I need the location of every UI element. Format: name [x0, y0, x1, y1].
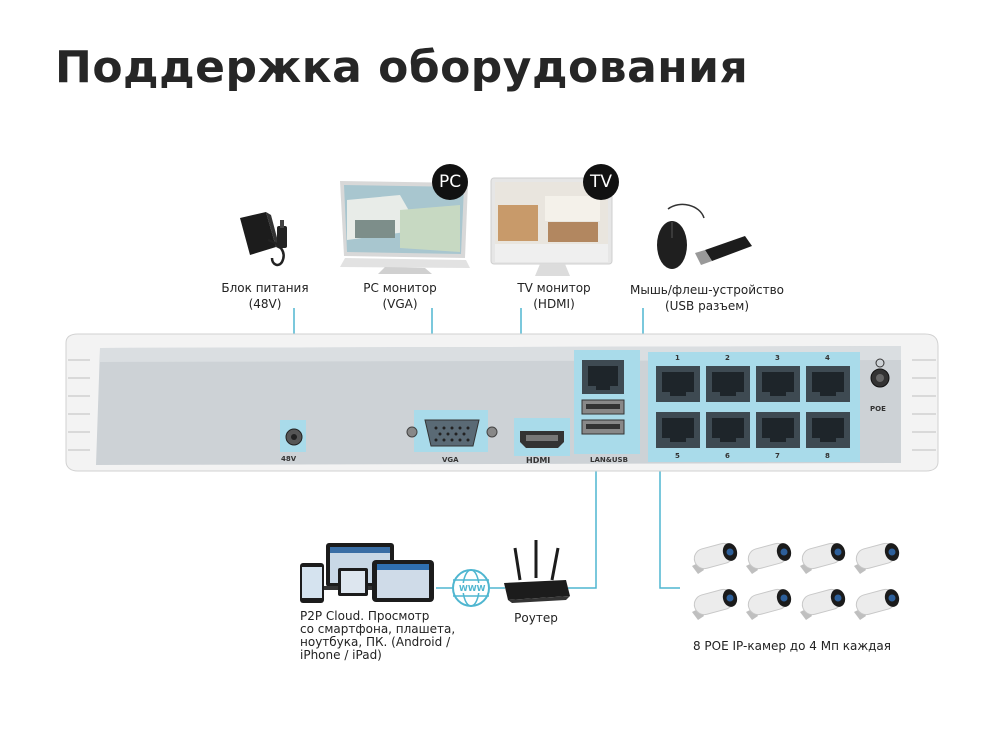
power-label: Блок питания (48V) [200, 280, 330, 312]
port-poe-label: POE [870, 405, 886, 413]
camera-icon [854, 542, 900, 574]
nvr-back-panel [65, 333, 939, 472]
globe-text: WWW [459, 584, 486, 593]
cloud-label-line4: iPhone / iPad) [300, 648, 382, 662]
port-lan-usb-label: LAN&USB [590, 456, 628, 464]
cameras-label: 8 POE IP-камер до 4 Мп каждая [692, 639, 892, 653]
mouse-usb-label-line1: Мышь/флеш-устройство [630, 283, 784, 297]
router-label: Роутер [514, 611, 558, 625]
power-adapter-icon [240, 212, 287, 267]
camera-icon [692, 542, 738, 574]
mobile-devices-icon [300, 543, 434, 603]
tv-monitor-label: TV монитор (HDMI) [494, 280, 614, 312]
pc-monitor-label-line2: (VGA) [382, 297, 418, 311]
camera-icon [746, 542, 792, 574]
mouse-usb-label-line2: (USB разъем) [664, 299, 750, 313]
mouse-usb-icon [657, 203, 752, 269]
port-vga-label: VGA [442, 456, 459, 464]
globe-icon [452, 569, 490, 607]
mouse-usb-label: Мышь/флеш-устройство (USB разъем) [622, 282, 792, 314]
poe-number-2: 2 [725, 354, 730, 362]
poe-number-8: 8 [825, 452, 830, 460]
router-icon [504, 540, 570, 603]
camera-icon [800, 542, 846, 574]
ip-cameras-icon [692, 542, 900, 620]
pc-monitor-label-line1: PC монитор [363, 281, 437, 295]
poe-number-3: 3 [775, 354, 780, 362]
port-hdmi-label: HDMI [526, 456, 551, 465]
camera-icon [746, 588, 792, 620]
poe-number-7: 7 [775, 452, 780, 460]
power-label-line1: Блок питания [221, 281, 309, 295]
poe-number-5: 5 [675, 452, 680, 460]
cloud-label-line3: ноутбука, ПК. (Android / [300, 635, 451, 649]
tv-monitor-label-line2: (HDMI) [533, 297, 575, 311]
port-48v-label: 48V [281, 455, 297, 463]
cloud-label: P2P Cloud. Просмотр со смартфона, плашет… [300, 610, 475, 662]
cloud-label-line2: со смартфона, плашета, [300, 622, 456, 636]
camera-icon [800, 588, 846, 620]
pc-monitor-icon [340, 181, 470, 274]
pc-monitor-label: PC монитор (VGA) [340, 280, 460, 312]
tv-badge: TV [583, 164, 619, 200]
poe-number-6: 6 [725, 452, 730, 460]
poe-number-1: 1 [675, 354, 680, 362]
pc-badge: PC [432, 164, 468, 200]
page-title: Поддержка оборудования [55, 42, 749, 93]
cloud-label-line1: P2P Cloud. Просмотр [300, 609, 430, 623]
camera-icon [854, 588, 900, 620]
power-label-line2: (48V) [248, 297, 282, 311]
tv-monitor-label-line1: TV монитор [517, 281, 591, 295]
tv-monitor-icon [490, 177, 613, 276]
camera-icon [692, 588, 738, 620]
poe-number-4: 4 [825, 354, 830, 362]
